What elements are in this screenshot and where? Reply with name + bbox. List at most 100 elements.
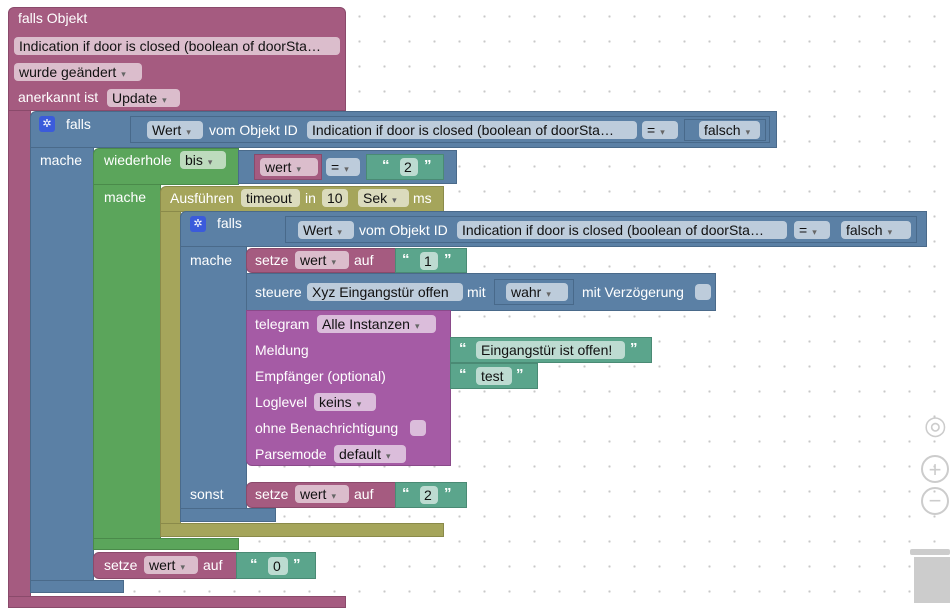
chevron-down-icon: ▾ bbox=[186, 127, 191, 137]
silent-checkbox[interactable] bbox=[410, 420, 426, 436]
text-field[interactable]: 1 bbox=[420, 252, 438, 270]
boolean-value: falsch bbox=[704, 122, 741, 138]
chevron-down-icon: ▾ bbox=[344, 164, 349, 174]
variable-dropdown[interactable]: wert ▾ bbox=[295, 251, 349, 269]
message-field[interactable]: Eingangstür ist offen! bbox=[476, 341, 625, 359]
to-label: auf bbox=[354, 486, 374, 502]
telegram-label: telegram bbox=[255, 316, 310, 332]
chevron-down-icon: ▾ bbox=[745, 127, 751, 137]
variable-name: wert bbox=[265, 159, 292, 175]
parse-value: default bbox=[339, 446, 382, 462]
boolean-dropdown[interactable]: wahr▾ bbox=[506, 283, 568, 301]
to-label: auf bbox=[203, 557, 223, 573]
telegram-block[interactable] bbox=[246, 310, 451, 466]
event-block-column[interactable] bbox=[8, 110, 31, 608]
event-change-value: wurde geändert bbox=[19, 64, 117, 80]
if-block-column[interactable] bbox=[30, 147, 94, 593]
chevron-down-icon: ▾ bbox=[331, 491, 336, 501]
chevron-down-icon: ▾ bbox=[337, 227, 342, 237]
zoom-in-icon[interactable]: + bbox=[921, 455, 949, 483]
event-change-dropdown[interactable]: wurde geändert ▾ bbox=[14, 63, 142, 81]
operator-dropdown[interactable]: =▾ bbox=[794, 221, 830, 239]
if-else-block-column[interactable] bbox=[180, 246, 247, 522]
zoom-out-icon[interactable]: − bbox=[921, 487, 949, 515]
text-field[interactable]: 2 bbox=[400, 158, 418, 176]
if-else-block-bottom[interactable] bbox=[180, 508, 276, 522]
delay-checkbox[interactable] bbox=[695, 284, 711, 300]
timeout-name-field[interactable]: timeout bbox=[241, 189, 300, 207]
chevron-down-icon: ▾ bbox=[180, 562, 185, 572]
text-field[interactable]: 2 bbox=[420, 486, 438, 504]
chevron-down-icon: ▾ bbox=[162, 95, 167, 105]
recipient-field[interactable]: test bbox=[476, 367, 512, 385]
control-label: steuere bbox=[255, 284, 302, 300]
ack-label: anerkannt ist bbox=[18, 89, 99, 105]
trash-icon[interactable] bbox=[910, 543, 950, 603]
quote-close-icon: ” bbox=[516, 366, 524, 383]
instance-dropdown[interactable]: Alle Instanzen▾ bbox=[317, 315, 436, 333]
quote-open-icon: “ bbox=[459, 340, 467, 357]
control-object-field[interactable]: Xyz Eingangstür offen bbox=[307, 283, 463, 301]
quote-open-icon: “ bbox=[250, 556, 258, 573]
event-block-bottom[interactable] bbox=[8, 596, 346, 608]
variable-name: wert bbox=[300, 252, 327, 268]
operator: = bbox=[799, 222, 808, 238]
boolean-dropdown[interactable]: falsch ▾ bbox=[699, 121, 760, 139]
loglevel-label: Loglevel bbox=[255, 394, 308, 410]
quote-close-icon: ” bbox=[424, 157, 432, 174]
chevron-down-icon: ▾ bbox=[546, 289, 551, 299]
timeout-value-field[interactable]: 10 bbox=[322, 189, 348, 207]
text-field[interactable]: 0 bbox=[268, 557, 288, 575]
chevron-down-icon: ▾ bbox=[887, 227, 893, 237]
if-block-bottom[interactable] bbox=[30, 580, 124, 593]
variable-dropdown[interactable]: wert▾ bbox=[144, 556, 198, 574]
center-target-icon[interactable]: ◎ bbox=[924, 410, 947, 440]
if-label: falls bbox=[66, 116, 91, 132]
object-id-field[interactable]: Indication if door is closed (boolean of… bbox=[457, 221, 787, 239]
operator-dropdown[interactable]: =▾ bbox=[642, 121, 678, 139]
chevron-down-icon: ▾ bbox=[414, 321, 420, 331]
chevron-down-icon: ▾ bbox=[392, 195, 397, 205]
loglevel-value: keins bbox=[319, 394, 352, 410]
chevron-down-icon: ▾ bbox=[207, 157, 213, 167]
quote-close-icon: ” bbox=[444, 251, 452, 268]
parse-dropdown[interactable]: default▾ bbox=[334, 445, 406, 463]
chevron-down-icon: ▾ bbox=[356, 399, 362, 409]
operator-dropdown[interactable]: =▾ bbox=[326, 158, 360, 176]
silent-label: ohne Benachrichtigung bbox=[255, 420, 399, 436]
variable-dropdown[interactable]: wert ▾ bbox=[295, 485, 349, 503]
value-type-dropdown[interactable]: Wert ▾ bbox=[147, 121, 203, 139]
value-type: Wert bbox=[152, 122, 182, 138]
gear-icon[interactable]: ✲ bbox=[190, 216, 206, 232]
else-label: sonst bbox=[190, 486, 224, 502]
timeout-unit-dropdown[interactable]: Sek▾ bbox=[358, 189, 409, 207]
timeout-block-column[interactable] bbox=[160, 211, 181, 537]
event-object-field[interactable]: Indication if door is closed (boolean of… bbox=[14, 37, 340, 55]
parse-label: Parsemode bbox=[255, 446, 327, 462]
operator: = bbox=[331, 159, 340, 175]
ms-label: ms bbox=[413, 190, 432, 206]
quote-open-icon: “ bbox=[402, 251, 410, 268]
do-label: mache bbox=[190, 252, 233, 268]
recipient-label: Empfänger (optional) bbox=[255, 368, 386, 384]
chevron-down-icon: ▾ bbox=[121, 69, 126, 79]
do-label: mache bbox=[40, 152, 83, 168]
value-type-dropdown[interactable]: Wert▾ bbox=[298, 221, 354, 239]
quote-close-icon: ” bbox=[630, 340, 638, 357]
set-label: setze bbox=[255, 486, 289, 502]
loglevel-dropdown[interactable]: keins ▾ bbox=[314, 393, 376, 411]
boolean-dropdown[interactable]: falsch ▾ bbox=[841, 221, 911, 239]
ack-dropdown[interactable]: Update▾ bbox=[107, 89, 180, 107]
repeat-block-column[interactable] bbox=[93, 184, 161, 550]
object-id-field[interactable]: Indication if door is closed (boolean of… bbox=[307, 121, 637, 139]
repeat-block-bottom[interactable] bbox=[93, 538, 239, 550]
timeout-block-bottom[interactable] bbox=[160, 523, 444, 537]
quote-open-icon: “ bbox=[402, 485, 410, 502]
gear-icon[interactable]: ✲ bbox=[39, 116, 55, 132]
boolean-value: falsch bbox=[846, 222, 883, 238]
variable-name: wert bbox=[300, 486, 327, 502]
chevron-down-icon: ▾ bbox=[812, 227, 817, 237]
chevron-down-icon: ▾ bbox=[331, 257, 336, 267]
variable-dropdown[interactable]: wert▾ bbox=[260, 158, 318, 176]
repeat-mode-dropdown[interactable]: bis▾ bbox=[180, 151, 226, 169]
